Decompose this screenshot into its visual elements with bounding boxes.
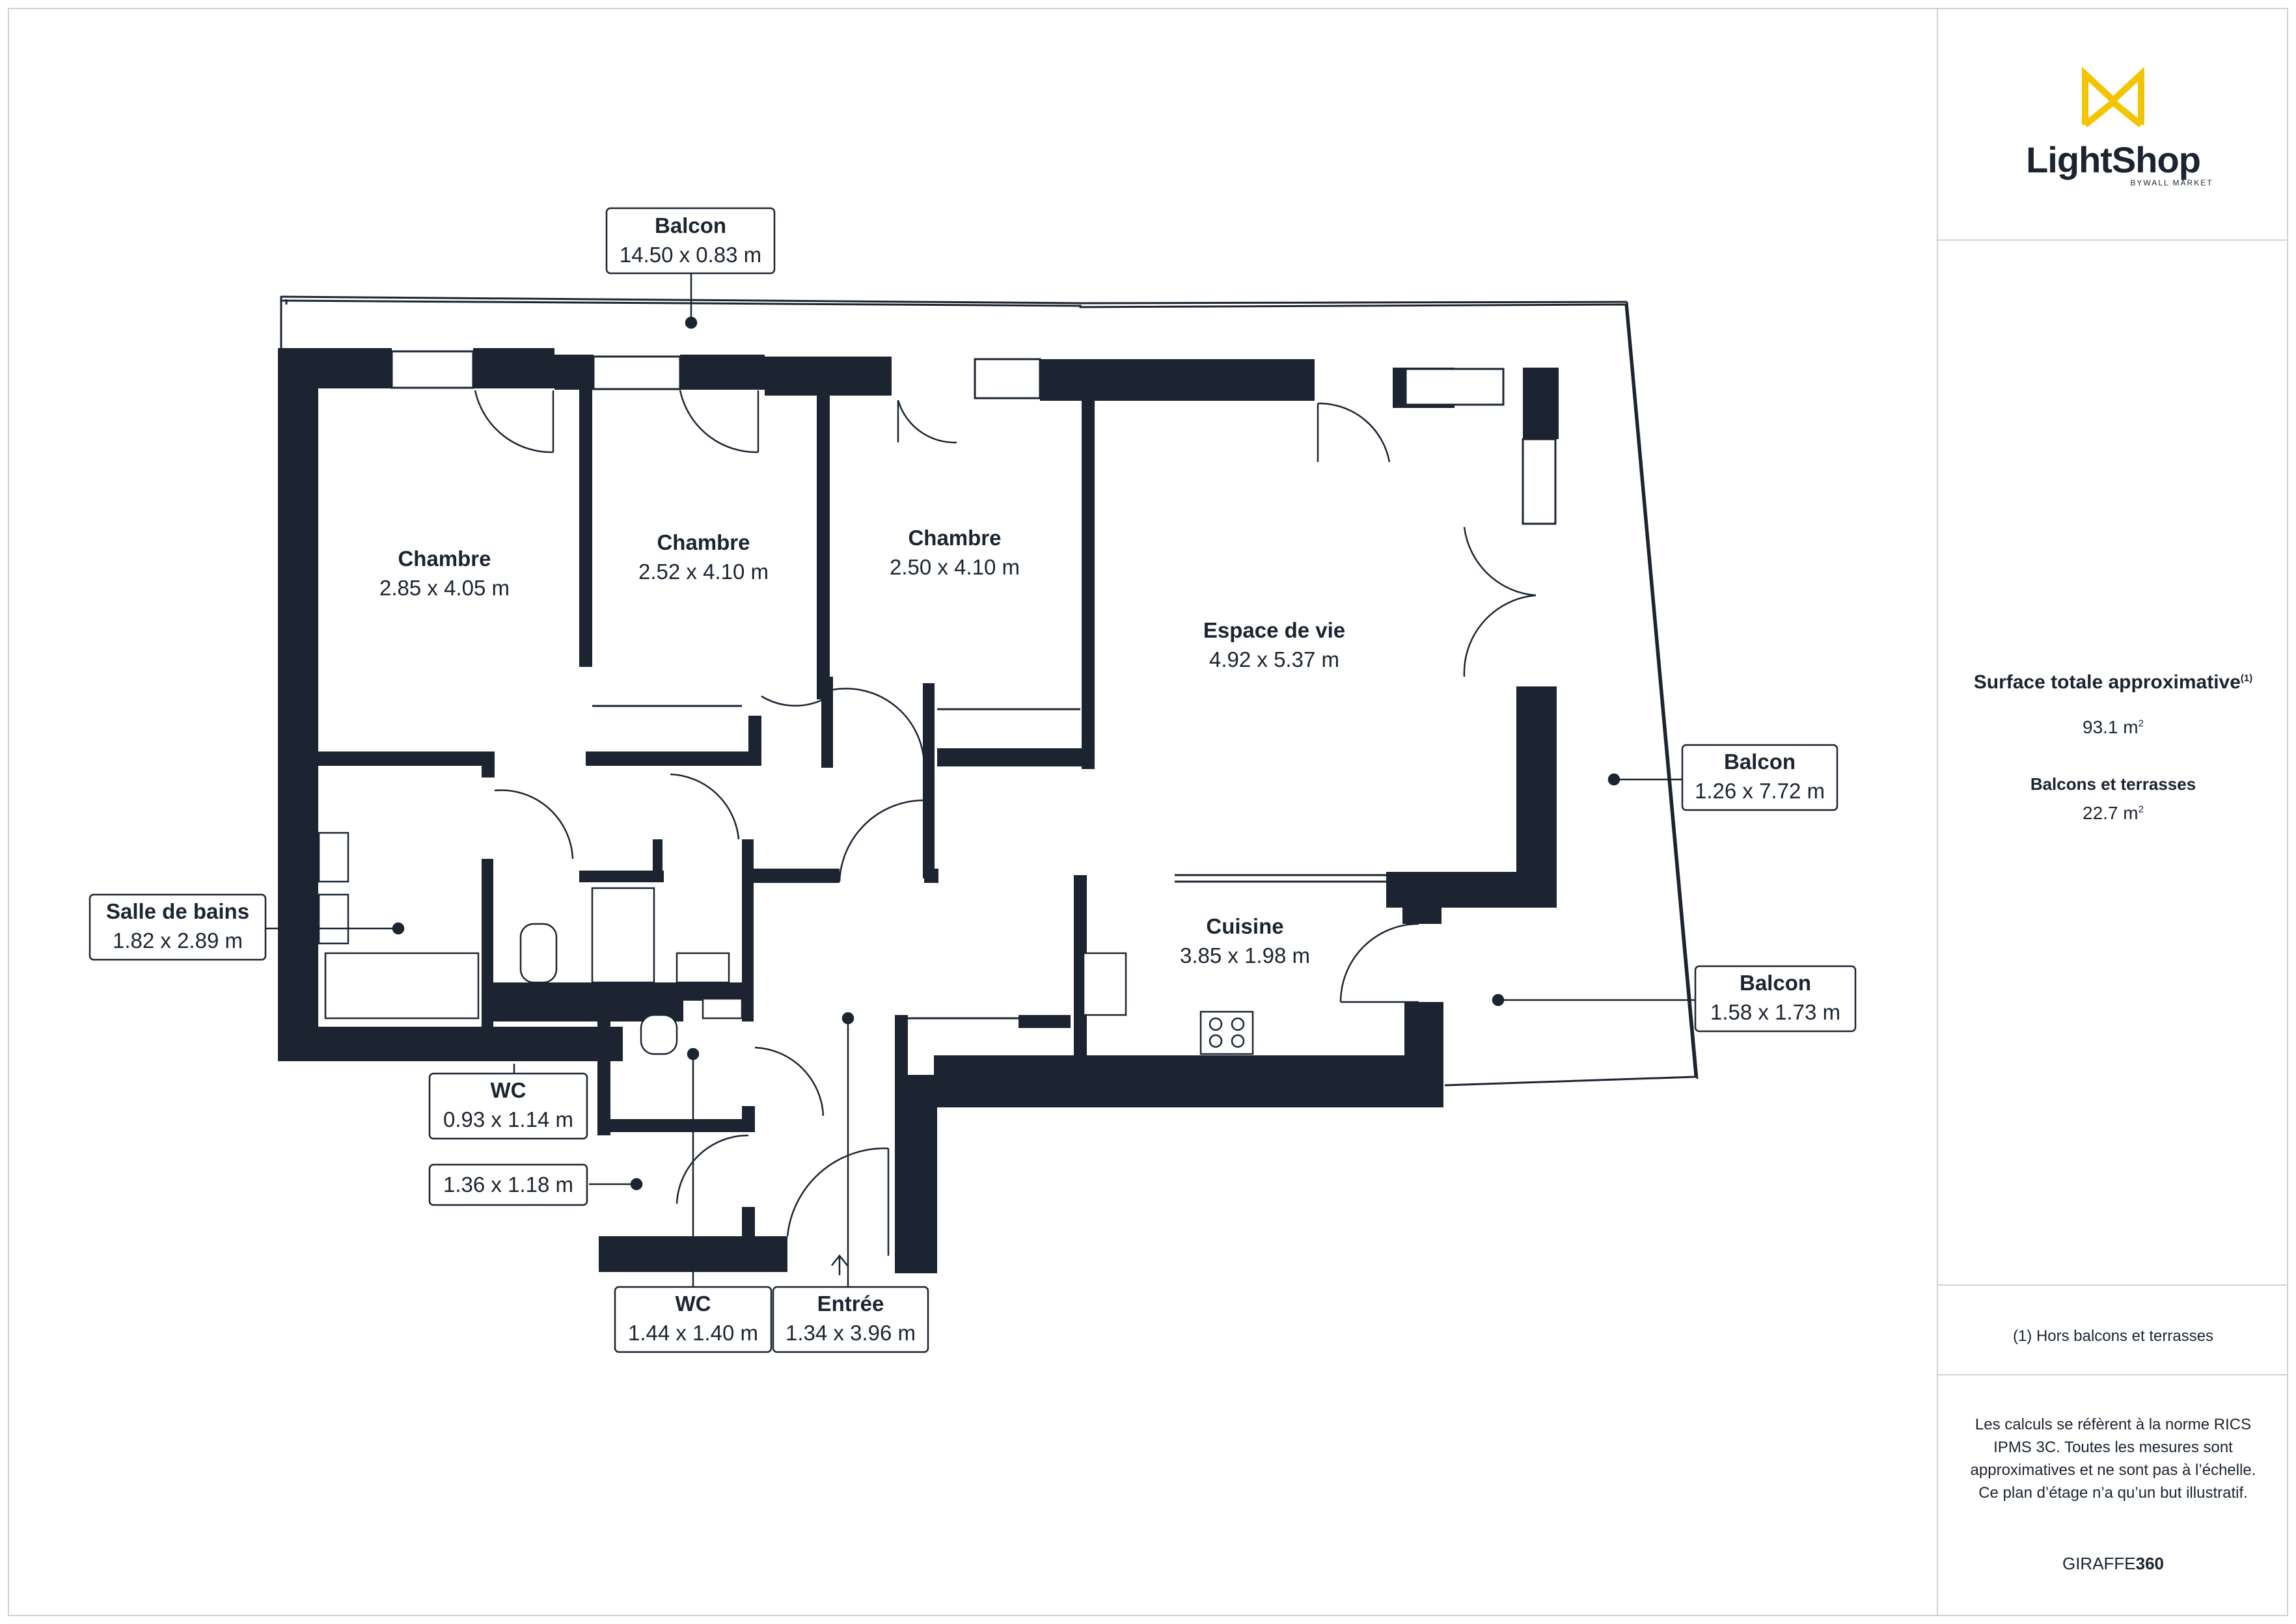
chambre-2-name: Chambre bbox=[657, 530, 750, 554]
brand-prefix: GIRAFFE bbox=[2062, 1554, 2136, 1573]
shower bbox=[591, 887, 655, 984]
panel-divider-bottom bbox=[1938, 1374, 2288, 1375]
bathroom-sink-2 bbox=[318, 893, 349, 945]
balcon-small-name: Balcon bbox=[1740, 971, 1811, 995]
logo: LightShop BYWALL MARKET bbox=[1938, 66, 2288, 187]
panel-divider-middle bbox=[1938, 1284, 2288, 1286]
bathroom-sink bbox=[318, 832, 349, 883]
total-area-value-text: 93.1 m bbox=[2083, 717, 2139, 737]
wc-2-dim: 1.44 x 1.40 m bbox=[628, 1321, 758, 1345]
espace-vie-name: Espace de vie bbox=[1203, 618, 1345, 642]
kitchen-sink bbox=[1082, 952, 1127, 1016]
unnamed-room-dim: 1.36 x 1.18 m bbox=[443, 1172, 573, 1197]
total-area-label: Surface totale approximative(1) bbox=[1938, 671, 2288, 694]
side-panel: LightShop BYWALL MARKET Surface totale a… bbox=[1937, 8, 2288, 1616]
toilet-2 bbox=[640, 1014, 678, 1055]
balconies-value: 22.7 m2 bbox=[2083, 803, 2144, 823]
espace-vie-dim: 4.92 x 5.37 m bbox=[1209, 647, 1339, 671]
panel-divider-top bbox=[1938, 239, 2288, 241]
walls bbox=[278, 348, 1559, 1273]
balcon-top-dim: 14.50 x 0.83 m bbox=[620, 243, 761, 267]
cuisine-name: Cuisine bbox=[1206, 914, 1283, 938]
balconies-label: Balcons et terrasses bbox=[2030, 774, 2196, 794]
total-area-value: 93.1 m2 bbox=[2083, 717, 2144, 737]
door-swings bbox=[474, 390, 1537, 1256]
wc-2-name: WC bbox=[676, 1292, 711, 1316]
fixtures bbox=[318, 832, 1254, 1055]
brand: GIRAFFE360 bbox=[1938, 1554, 2288, 1574]
logo-subtitle: BYWALL MARKET bbox=[2130, 178, 2213, 187]
chambre-2-dim: 2.52 x 4.10 m bbox=[638, 560, 769, 584]
chambre-3-name: Chambre bbox=[908, 526, 1001, 550]
cooktop bbox=[1199, 1010, 1254, 1055]
toilet-1 bbox=[519, 923, 558, 984]
lightshop-logo-icon bbox=[2082, 66, 2144, 128]
salle-bains-dim: 1.82 x 2.89 m bbox=[113, 928, 243, 953]
balconies-value-text: 22.7 m bbox=[2083, 803, 2139, 823]
disclaimer: Les calculs se réfèrent à la norme RICS … bbox=[1970, 1416, 2256, 1502]
cuisine-dim: 3.85 x 1.98 m bbox=[1180, 943, 1310, 968]
balcon-right-name: Balcon bbox=[1724, 750, 1796, 774]
balcon-small-dim: 1.58 x 1.73 m bbox=[1710, 1000, 1840, 1024]
brand-suffix: 360 bbox=[2135, 1554, 2165, 1573]
washbasin bbox=[676, 952, 730, 984]
wc-1-dim: 0.93 x 1.14 m bbox=[443, 1107, 573, 1131]
balcon-right-dim: 1.26 x 7.72 m bbox=[1695, 779, 1825, 803]
salle-bains-name: Salle de bains bbox=[106, 899, 249, 923]
label-leaders bbox=[266, 273, 1695, 1287]
chambre-1-dim: 2.85 x 4.05 m bbox=[379, 576, 510, 600]
logo-name: LightShop bbox=[2026, 139, 2201, 180]
balcon-top-name: Balcon bbox=[655, 213, 726, 237]
entree-dim: 1.34 x 3.96 m bbox=[786, 1321, 916, 1345]
footnote: (1) Hors balcons et terrasses bbox=[2012, 1327, 2214, 1345]
windows bbox=[390, 350, 1557, 1020]
total-area-label-text: Surface totale approximative bbox=[1973, 671, 2241, 693]
chambre-1-name: Chambre bbox=[398, 547, 491, 571]
room-labels: Balcon 14.50 x 0.83 m Chambre 2.85 x 4.0… bbox=[106, 213, 1840, 1345]
entree-name: Entrée bbox=[817, 1292, 884, 1316]
balcony-outline bbox=[280, 295, 1699, 1087]
page-frame bbox=[8, 8, 2288, 1616]
wc-1-name: WC bbox=[491, 1078, 526, 1102]
hand-basin bbox=[702, 997, 743, 1020]
entry-arrow bbox=[831, 1254, 848, 1275]
total-area-footnote-mark: (1) bbox=[2240, 673, 2253, 684]
bathtub bbox=[324, 952, 480, 1020]
label-boxes bbox=[89, 207, 1857, 1353]
chambre-3-dim: 2.50 x 4.10 m bbox=[890, 555, 1020, 579]
